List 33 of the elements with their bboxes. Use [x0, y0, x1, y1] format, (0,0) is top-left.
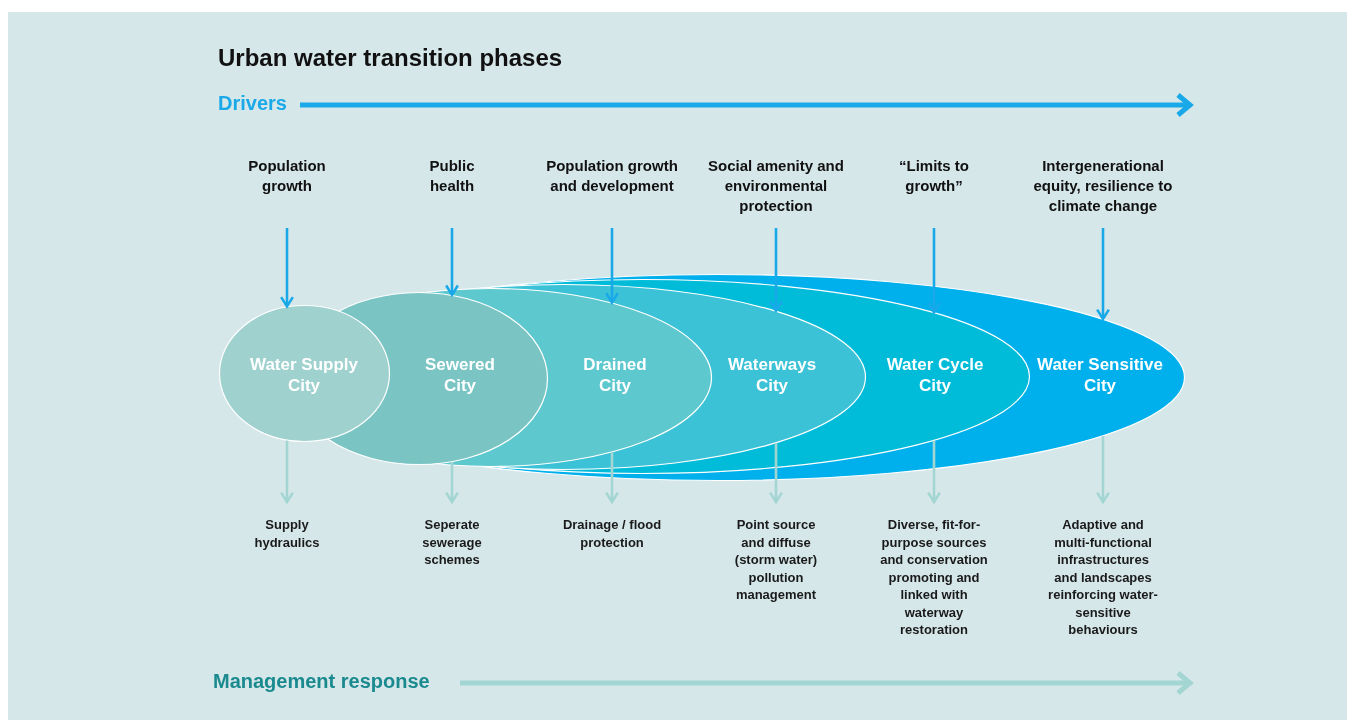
phase-label: Waterways City: [726, 354, 818, 396]
arrow: [768, 228, 784, 313]
title: Urban water transition phases: [218, 44, 563, 72]
response-text: Point source and diffuse (storm water) pollution management: [733, 516, 819, 604]
arrow: [926, 228, 942, 314]
phase-label: Drained City: [582, 354, 648, 396]
arrow: [279, 440, 295, 504]
phase-label: Water Sensitive City: [1036, 354, 1164, 396]
arrow: [279, 228, 295, 308]
response-text: Adaptive and multi-functional infrastructures and landscapes reinforcing water-sensitive behaviours: [1047, 516, 1159, 639]
axis-label: Management response: [213, 670, 430, 693]
arrow: [444, 462, 460, 504]
driver-text: Population growth and development: [545, 156, 679, 196]
arrow: [1095, 436, 1111, 504]
arrow: [604, 452, 620, 504]
arrow: [604, 228, 620, 304]
arrow: [444, 228, 460, 297]
driver-text: Public health: [428, 156, 476, 196]
arrow: [1095, 228, 1111, 321]
driver-text: Intergenerational equity, resilience to climate change: [1033, 156, 1173, 216]
response-text: Drainage / flood protection: [561, 516, 663, 551]
arrow: [926, 440, 942, 504]
arrow: [768, 443, 784, 504]
driver-text: Population growth: [247, 156, 327, 196]
axis-label: Drivers: [218, 92, 287, 115]
driver-text: Social amenity and environmental protection: [707, 156, 845, 216]
response-text: Supply hydraulics: [253, 516, 321, 551]
phase-label: Sewered City: [424, 354, 496, 396]
response-text: Diverse, fit-for-purpose sources and conservation promoting and linked with waterway restoration: [879, 516, 989, 639]
phase-label: Water Cycle City: [885, 354, 985, 396]
driver-text: “Limits to growth”: [898, 156, 970, 196]
response-text: Seperate sewerage schemes: [421, 516, 483, 569]
phase-label: Water Supply City: [249, 354, 359, 396]
